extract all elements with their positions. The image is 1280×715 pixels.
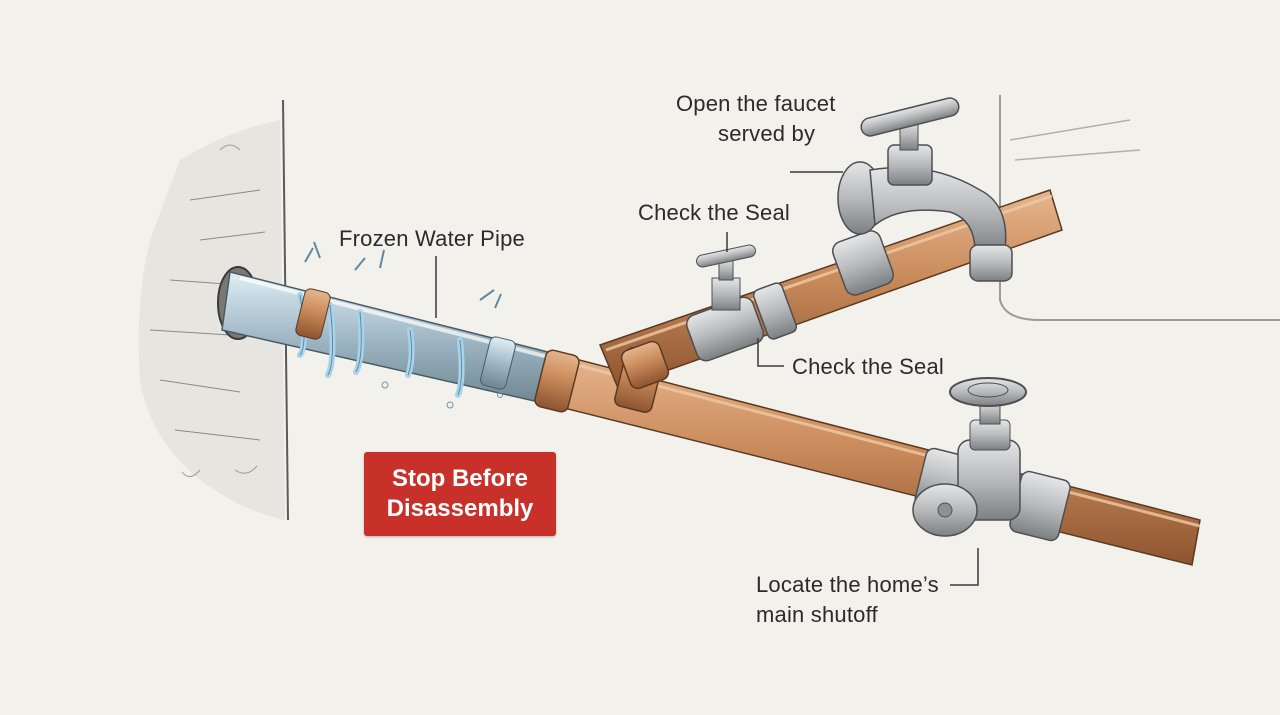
tee-fitting xyxy=(534,340,670,413)
warning-badge: Stop Before Disassembly xyxy=(364,452,556,536)
warning-line2: Disassembly xyxy=(386,495,534,522)
shutoff-label-line2: main shutoff xyxy=(756,602,878,627)
main-shutoff-valve xyxy=(912,377,1071,542)
check-seal-label-upper: Check the Seal xyxy=(638,200,790,225)
faucet-label-line1: Open the faucet xyxy=(676,91,836,116)
check-seal-label-lower: Check the Seal xyxy=(792,354,944,379)
frozen-pipe-label: Frozen Water Pipe xyxy=(339,226,525,251)
right-fixture-outline xyxy=(999,95,1280,321)
pipe-coupling xyxy=(295,288,516,390)
warning-line1: Stop Before xyxy=(391,465,528,492)
leader-lines xyxy=(435,171,979,586)
small-valve xyxy=(685,244,798,362)
faucet-label-line2: served by xyxy=(718,121,816,146)
faucet xyxy=(831,97,1013,296)
shutoff-label-line1: Locate the home’s xyxy=(756,572,939,597)
